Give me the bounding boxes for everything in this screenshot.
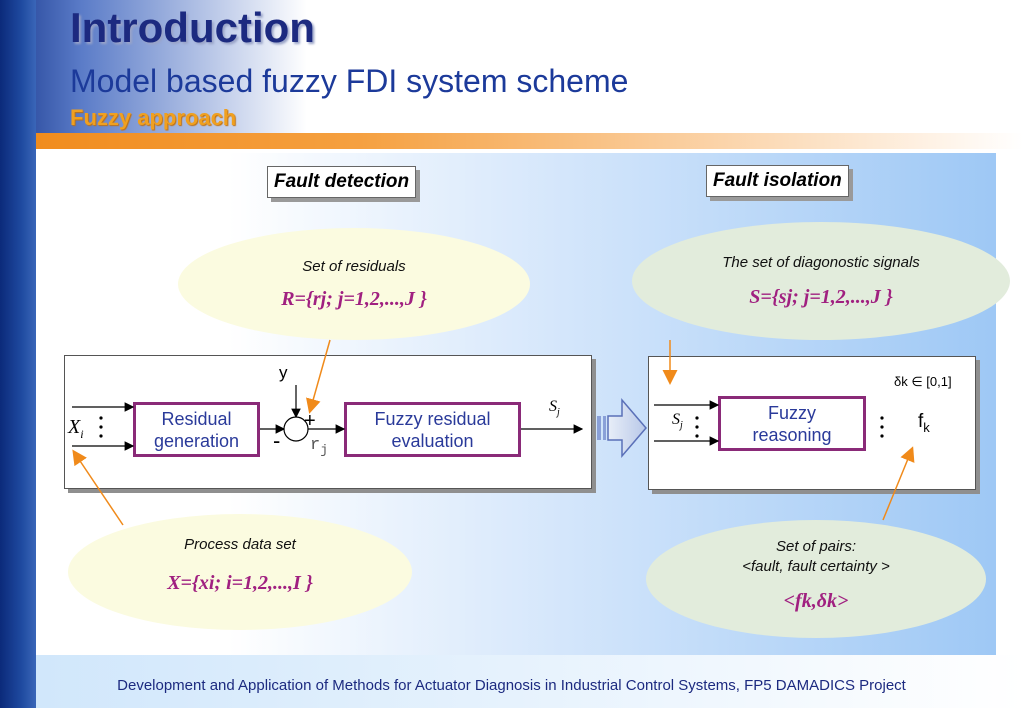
fault-detection-label: Fault detection [267,166,417,198]
residuals-formula: R={rj; j=1,2,...,J } [281,288,427,310]
left-bar [0,0,36,708]
footer-text: Development and Application of Methods f… [117,677,906,694]
header-band [0,0,1023,135]
pairs-formula: <fk,δk> [783,590,849,612]
summing-junction [283,416,309,442]
footer-band [0,655,1023,708]
orange-pointers [72,339,915,526]
pairs-caption-2: <fault, fault certainty > [742,558,890,575]
fuzzy-reasoning-box: Fuzzy reasoning [718,396,866,451]
process-data-caption: Process data set [184,536,296,553]
page-subtitle: Model based fuzzy FDI system scheme [70,63,629,99]
section-label: Fuzzy approach [70,105,237,130]
ellipsis-dots [99,416,884,438]
output-y-label: y [279,363,288,382]
process-data-formula: X={xi; i=1,2,...,I } [167,572,313,594]
signal-s-label: Sj [549,398,560,419]
diagnostic-signals-ellipse: The set of diagonostic signals S={sj; j=… [632,222,1010,340]
page-title: Introduction [70,4,315,51]
pairs-caption-1: Set of pairs: [775,538,857,555]
pairs-ellipse: Set of pairs: <fault, fault certainty > … [646,520,986,638]
plus-sign: + [304,410,316,432]
fuzzy-residual-evaluation-box: Fuzzy residual evaluation [344,402,521,457]
residual-r-label: rj [310,436,329,458]
residual-generation-box: Residual generation [133,402,260,457]
transfer-arrow [597,397,647,459]
residuals-ellipse: Set of residuals R={rj; j=1,2,...,J } [178,228,530,340]
fuzzy-reasoning-line1: Fuzzy [767,402,816,423]
input-s-label: Sj [672,411,683,432]
fault-isolation-label: Fault isolation [706,165,849,197]
input-x-label: Xi [68,416,84,441]
residual-generation-line1: Residual [161,408,232,429]
fuzzy-reasoning-line2: reasoning [752,424,832,445]
residuals-caption: Set of residuals [302,258,406,275]
residual-generation-line2: generation [153,430,240,451]
minus-sign: - [273,428,281,453]
diagnostic-signals-caption: The set of diagonostic signals [722,254,920,271]
fuzzy-residual-evaluation-line2: evaluation [391,430,474,451]
process-data-ellipse: Process data set X={xi; i=1,2,...,I } [68,514,412,630]
fuzzy-residual-evaluation-line1: Fuzzy residual [374,408,491,429]
input-arrows [72,385,720,451]
delta-range-label: δk ∈ [0,1] [894,374,952,389]
diagnostic-signals-formula: S={sj; j=1,2,...,J } [749,286,893,308]
output-f-label: fk [918,411,930,435]
orange-divider [0,133,1023,149]
